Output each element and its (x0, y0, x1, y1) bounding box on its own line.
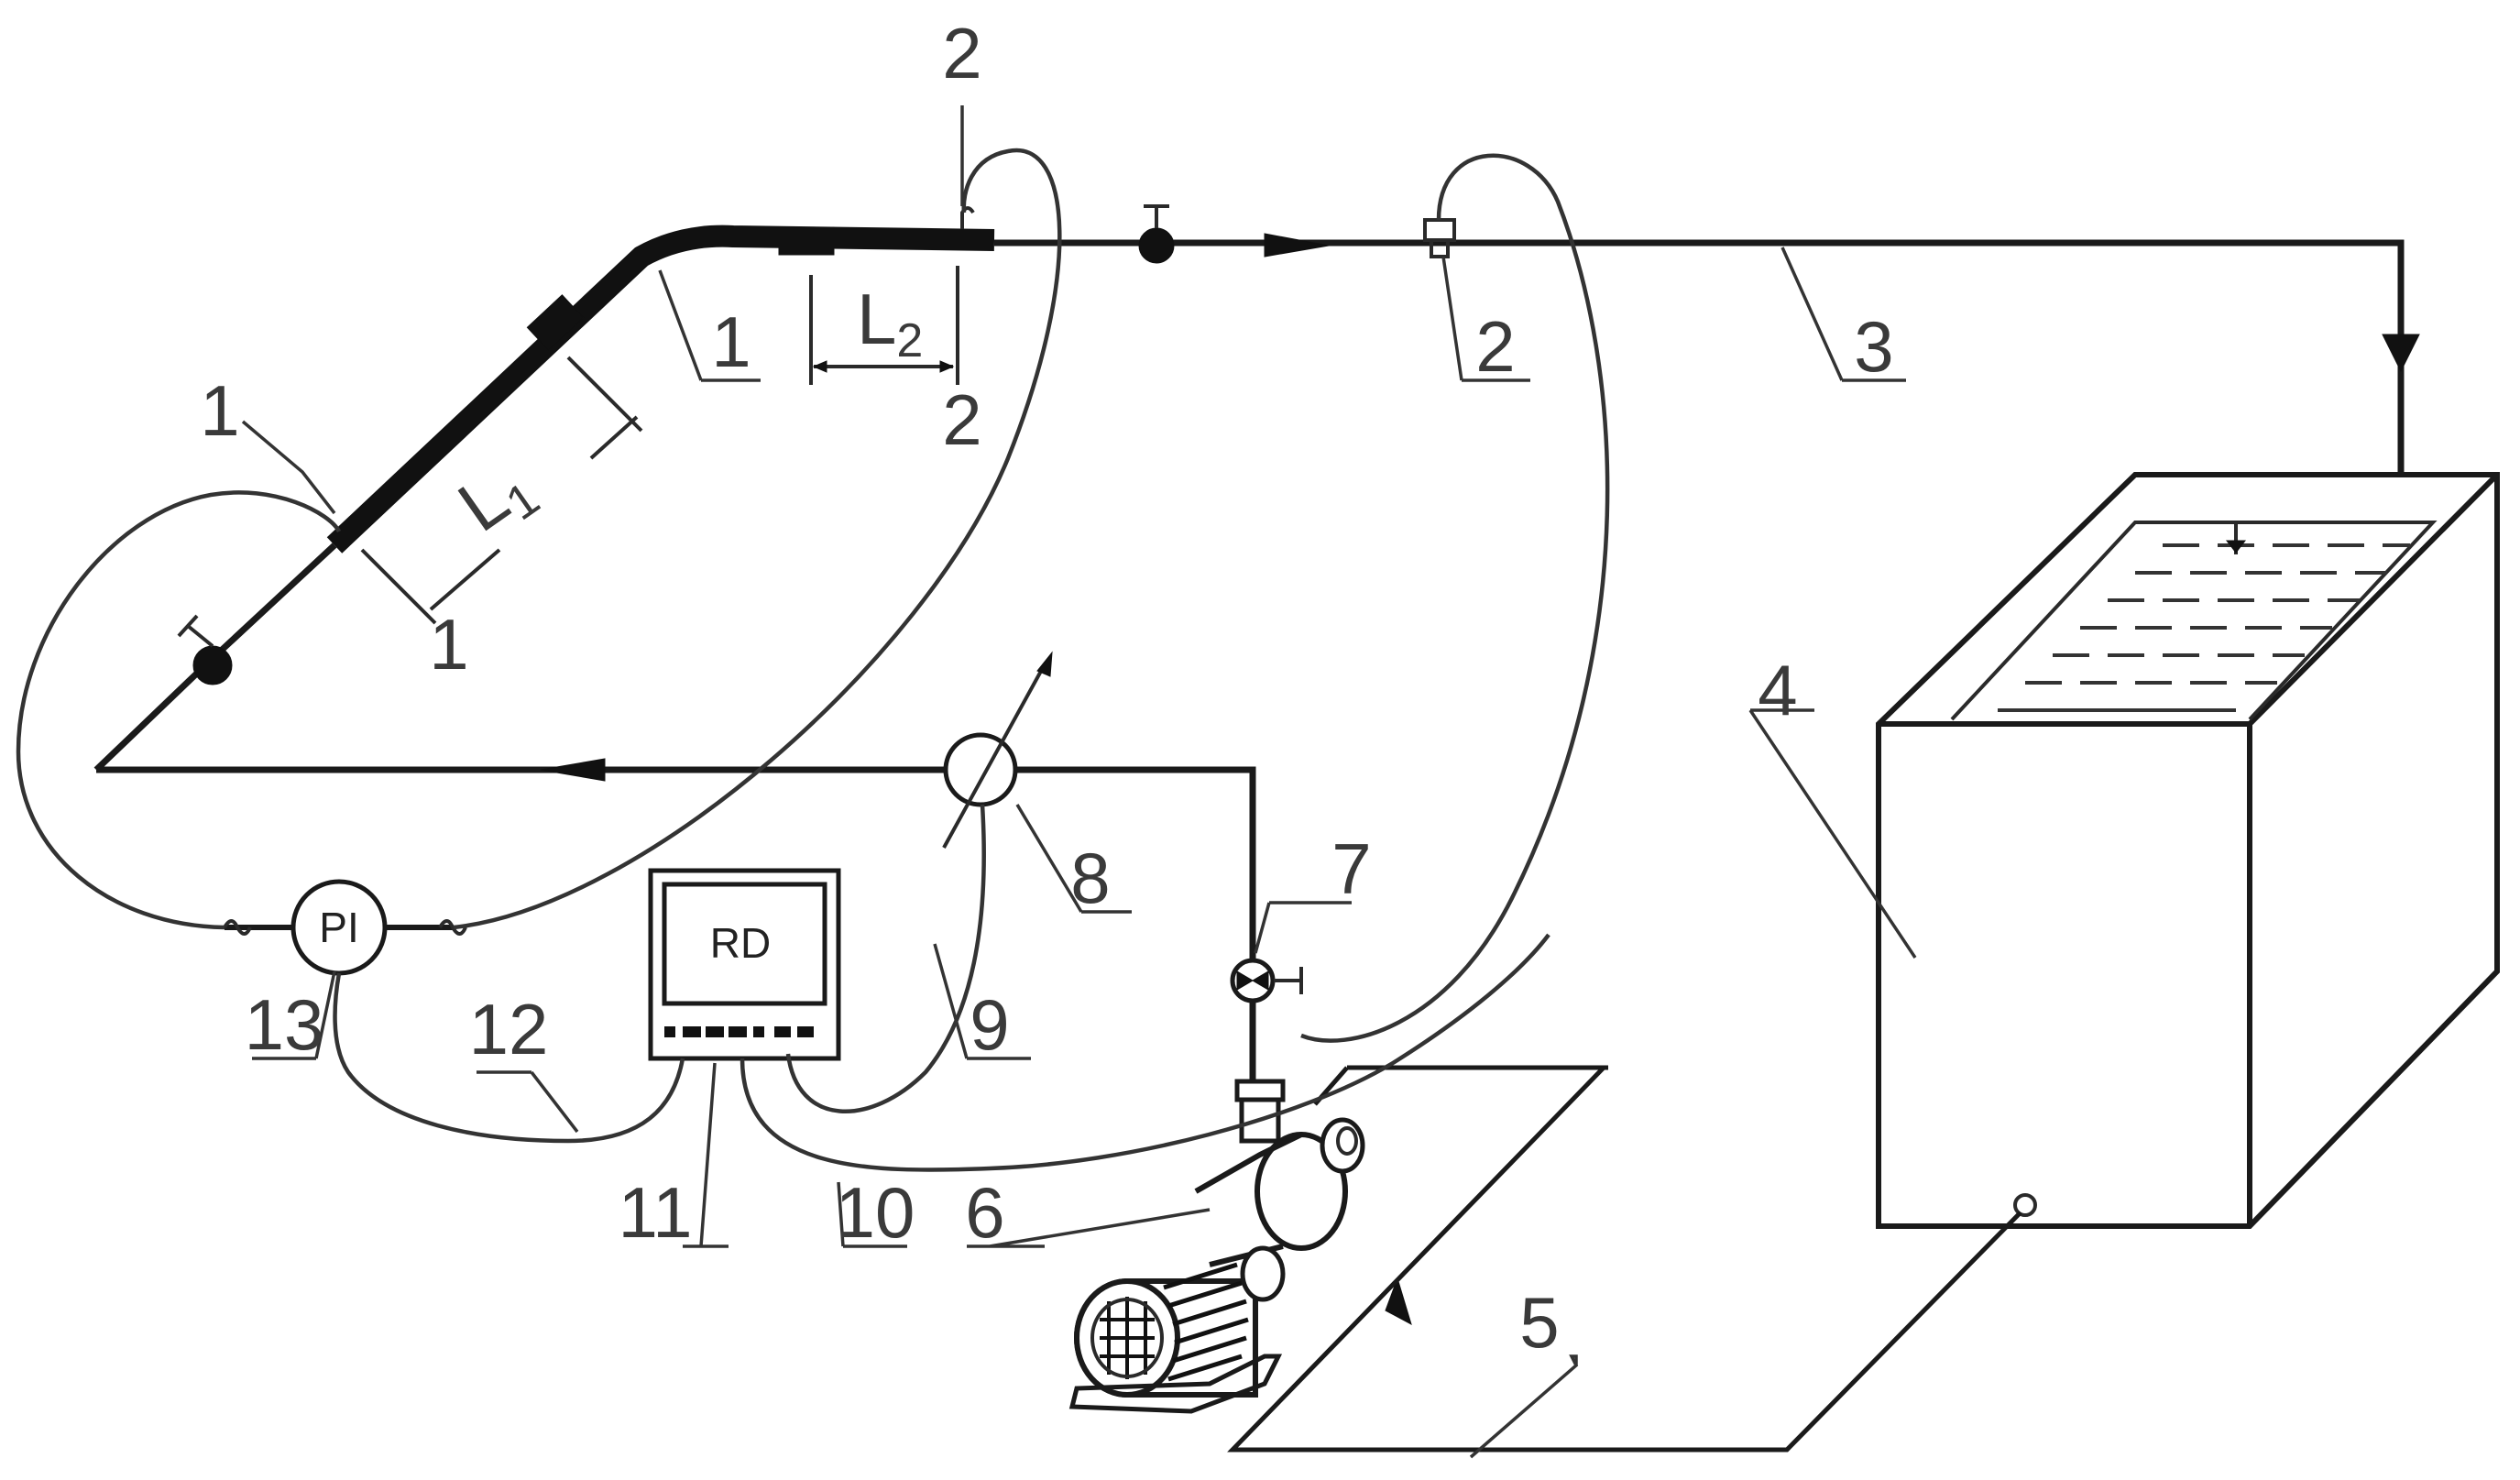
recorder: RD (648, 868, 841, 1061)
label-9: 9 (970, 984, 1009, 1065)
dimension-marks (360, 266, 959, 625)
leader-lines (241, 105, 1917, 1459)
label-8: 8 (1070, 838, 1110, 918)
cable-9 (785, 804, 986, 1113)
label-13: 13 (245, 984, 324, 1065)
arrow-left (540, 758, 606, 782)
pressure-indicator: PI (223, 879, 467, 976)
tank-outlet-port (2013, 1193, 2037, 1217)
label-11: 11 (619, 1172, 693, 1253)
test-section-couplings (526, 226, 835, 351)
label-3: 3 (1854, 306, 1893, 387)
cables (16, 148, 1610, 1172)
recorder-text: RD (710, 919, 771, 967)
pump (1068, 1079, 1365, 1414)
label-10: 10 (836, 1172, 915, 1253)
arrow-down (2382, 334, 2420, 373)
label-5: 5 (1519, 1282, 1559, 1363)
flow-arrows (540, 233, 2420, 1326)
cable-tap-right (1300, 153, 1610, 1043)
label-2-top: 2 (942, 13, 981, 93)
length-labels: L2 L1 (444, 279, 923, 554)
label-2-mid: 2 (942, 379, 981, 460)
label-4: 4 (1758, 650, 1797, 730)
label-1-bottom: 1 (429, 604, 468, 685)
arrow-right (1264, 233, 1330, 258)
level-indicator-icon (2222, 521, 2250, 554)
label-2-right: 2 (1475, 306, 1515, 387)
cable-pi-left (16, 490, 342, 930)
water-surface-hatching (1998, 543, 2410, 712)
label-6: 6 (965, 1172, 1004, 1253)
arrow-up-suction (1385, 1277, 1412, 1326)
callout-labels: 2 1 1 1 2 2 3 4 5 6 7 8 9 10 11 12 13 (200, 13, 1893, 1363)
test-section-inclined (326, 225, 995, 554)
pressure-tap-right (1423, 218, 1456, 258)
length-l1: L1 (444, 443, 549, 554)
cable-pi-right (453, 148, 1062, 930)
outlet-pipe (994, 239, 2405, 472)
piping (93, 225, 2405, 1081)
length-l2: L2 (857, 279, 923, 367)
label-7: 7 (1331, 828, 1371, 909)
flow-control-valve[interactable] (1230, 958, 1303, 1003)
pressure-indicator-text: PI (319, 904, 358, 951)
label-12: 12 (469, 989, 549, 1069)
label-1-left: 1 (200, 370, 239, 451)
tank (1876, 472, 2500, 1229)
cable-10 (740, 933, 1550, 1172)
label-1-bend: 1 (711, 301, 751, 382)
valve-top[interactable] (1138, 204, 1175, 264)
cable-12 (333, 972, 685, 1144)
valve-left[interactable] (177, 614, 233, 685)
flowmeter (942, 651, 1053, 849)
